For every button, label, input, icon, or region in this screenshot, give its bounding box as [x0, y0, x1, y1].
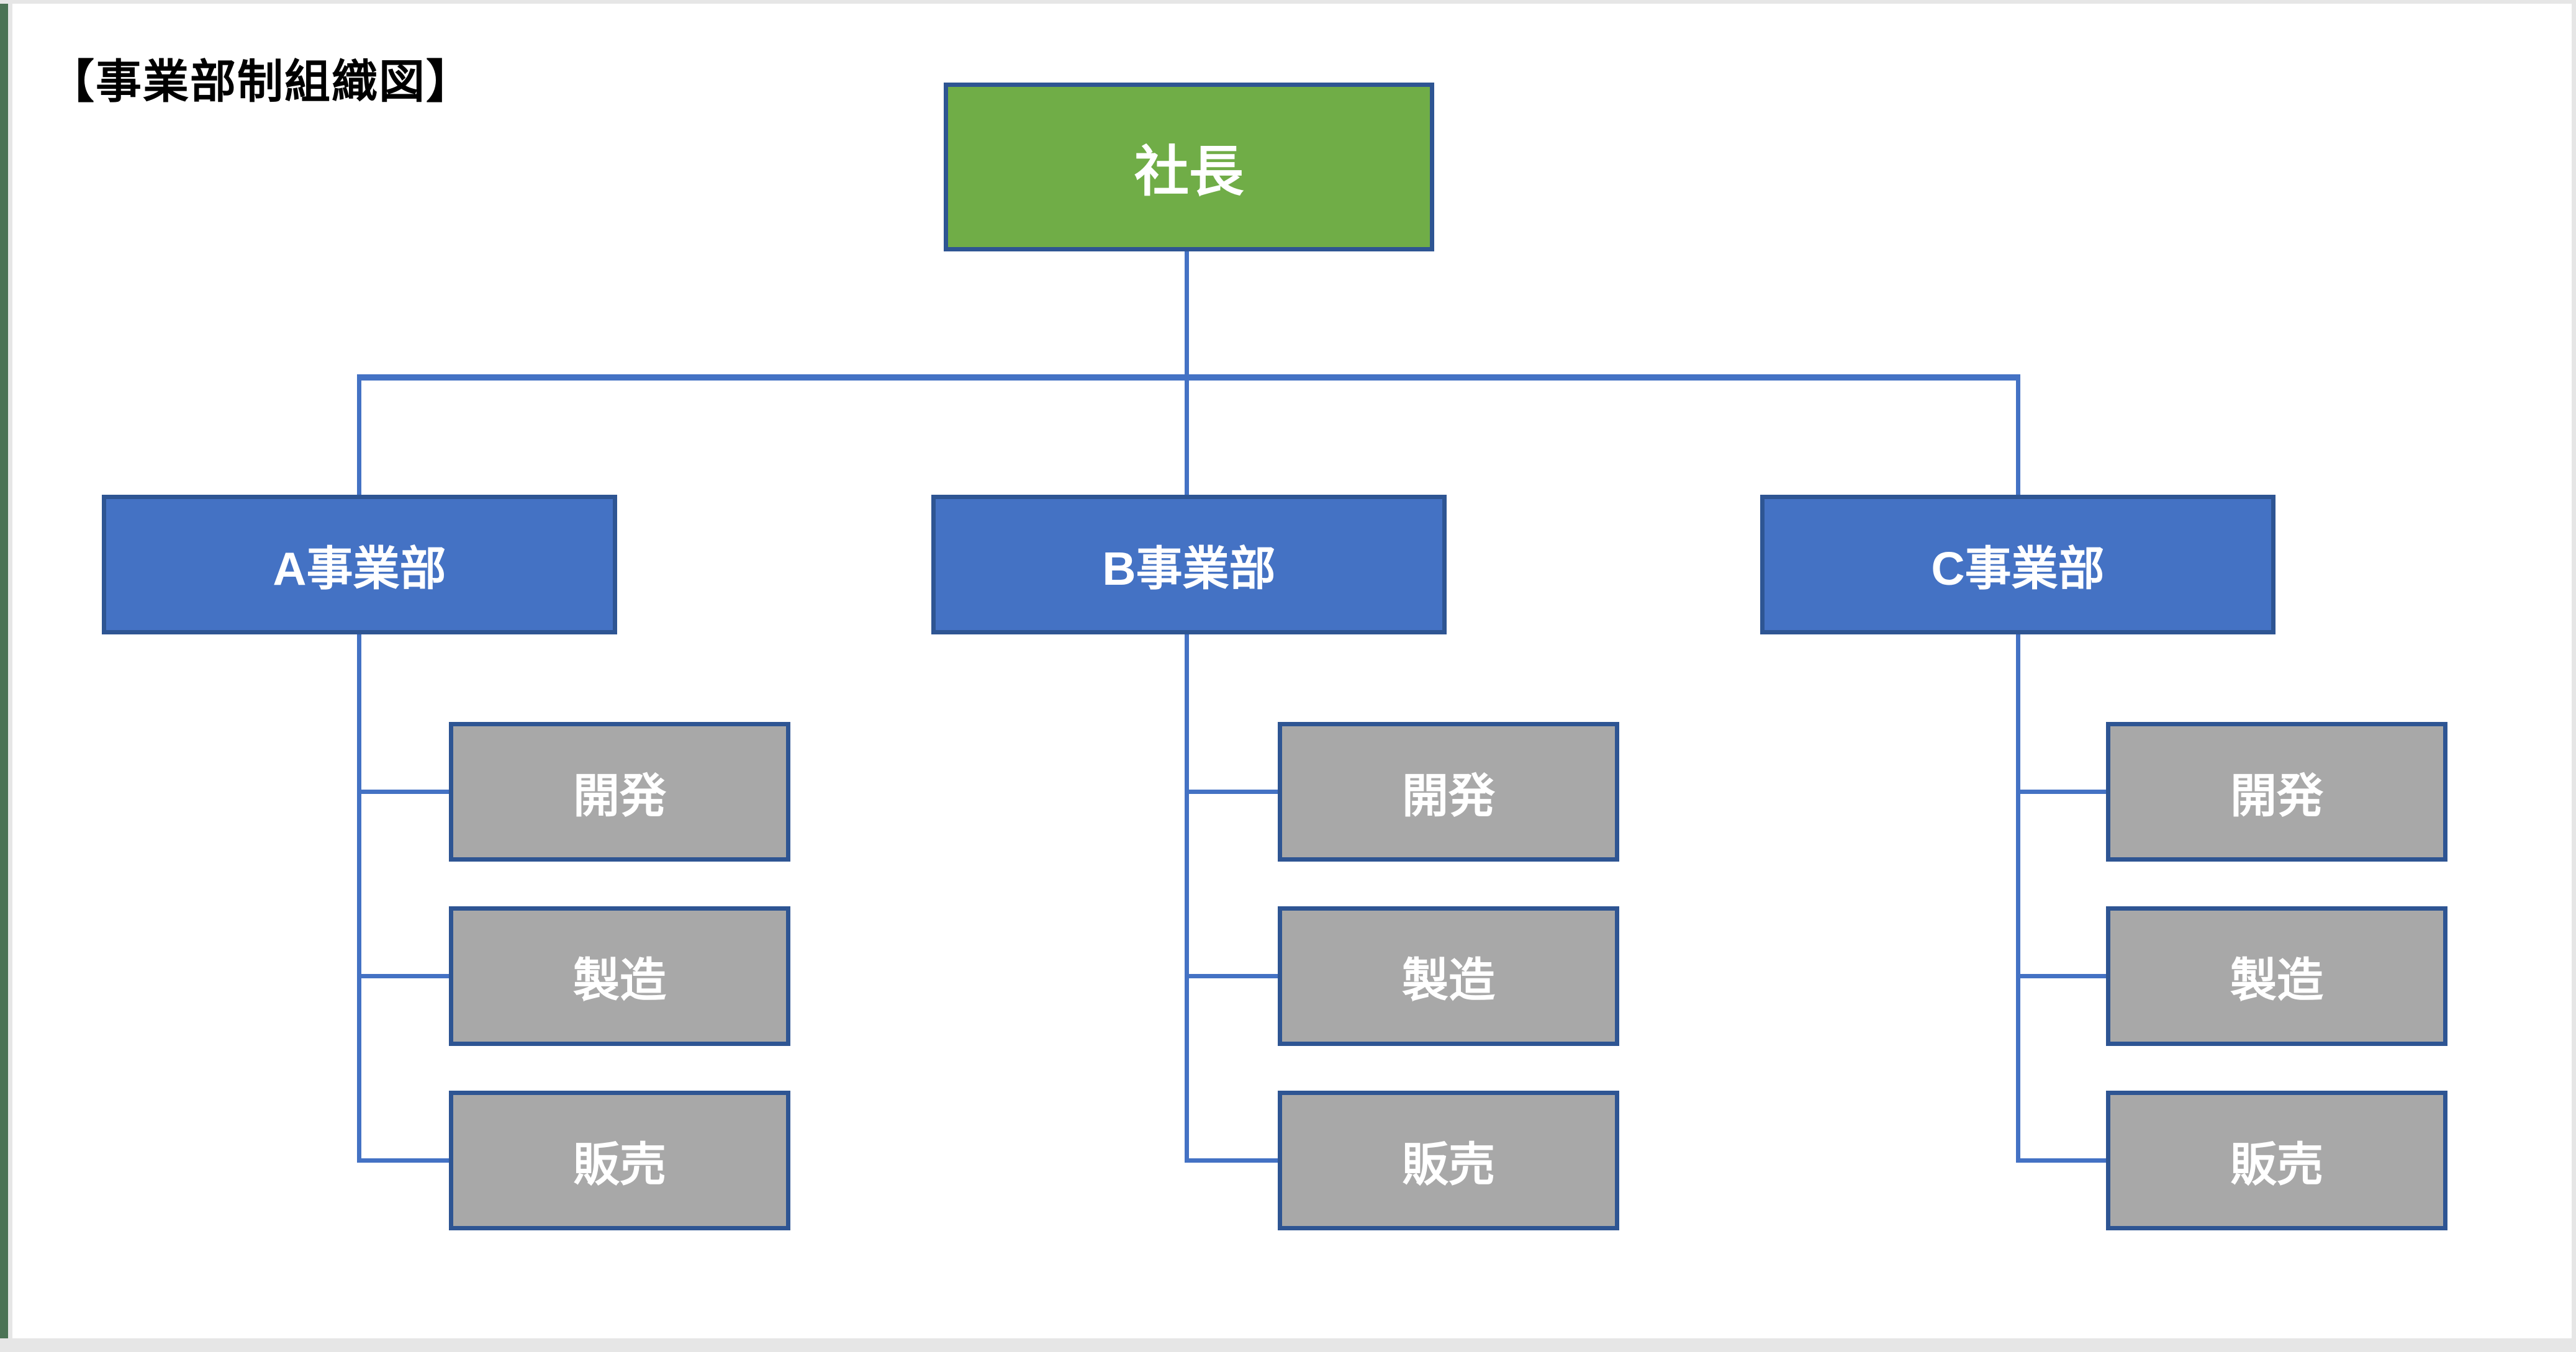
org-box-a-development: 開発 [449, 722, 790, 862]
org-box-division-a: A事業部 [102, 495, 617, 634]
org-box-division-c: C事業部 [1760, 495, 2275, 634]
org-box-c-development: 開発 [2106, 722, 2447, 862]
left-edge-strip [0, 4, 8, 1338]
org-box-president-label: 社長 [1134, 140, 1244, 202]
org-box-b-sales: 販売 [1278, 1091, 1619, 1230]
org-box-president: 社長 [944, 83, 1434, 251]
org-box-b-development-label: 開発 [1401, 770, 1495, 822]
org-box-a-manufacturing-label: 製造 [572, 954, 666, 1006]
org-box-a-sales: 販売 [449, 1091, 790, 1230]
org-box-division-a-label: A事業部 [273, 543, 446, 595]
org-box-c-manufacturing-label: 製造 [2230, 954, 2323, 1006]
org-box-division-c-label: C事業部 [1931, 543, 2105, 595]
org-box-a-sales-label: 販売 [572, 1138, 666, 1191]
org-box-b-manufacturing: 製造 [1278, 906, 1619, 1046]
org-box-c-sales: 販売 [2106, 1091, 2447, 1230]
connector-drop-division-a [357, 374, 361, 495]
org-box-a-manufacturing: 製造 [449, 906, 790, 1046]
connector-subtree-c [2016, 634, 2020, 1163]
connector-stub-b-mfg [1185, 974, 1280, 978]
org-box-division-b: B事業部 [931, 495, 1447, 634]
connector-stub-c-mfg [2016, 974, 2108, 978]
org-box-b-development: 開発 [1278, 722, 1619, 862]
connector-trunk [357, 374, 2020, 381]
connector-drop-division-c [2016, 374, 2020, 495]
connector-stub-a-sales [357, 1158, 451, 1163]
chart-title: 【事業部制組織図】 [48, 56, 473, 107]
org-box-b-manufacturing-label: 製造 [1401, 954, 1495, 1006]
connector-stub-a-mfg [357, 974, 451, 978]
org-box-division-b-label: B事業部 [1102, 543, 1276, 595]
connector-subtree-b [1185, 634, 1189, 1163]
connector-president-down [1185, 251, 1189, 381]
connector-stub-b-dev [1185, 790, 1280, 794]
connector-subtree-a [357, 634, 361, 1163]
connector-stub-a-dev [357, 790, 451, 794]
org-box-c-sales-label: 販売 [2230, 1138, 2323, 1191]
org-box-c-manufacturing: 製造 [2106, 906, 2447, 1046]
connector-stub-c-sales [2016, 1158, 2108, 1163]
connector-drop-division-b [1185, 381, 1189, 495]
connector-stub-b-sales [1185, 1158, 1280, 1163]
org-box-a-development-label: 開発 [572, 770, 666, 822]
org-box-c-development-label: 開発 [2230, 770, 2323, 822]
connector-stub-c-dev [2016, 790, 2108, 794]
org-box-b-sales-label: 販売 [1401, 1138, 1495, 1191]
